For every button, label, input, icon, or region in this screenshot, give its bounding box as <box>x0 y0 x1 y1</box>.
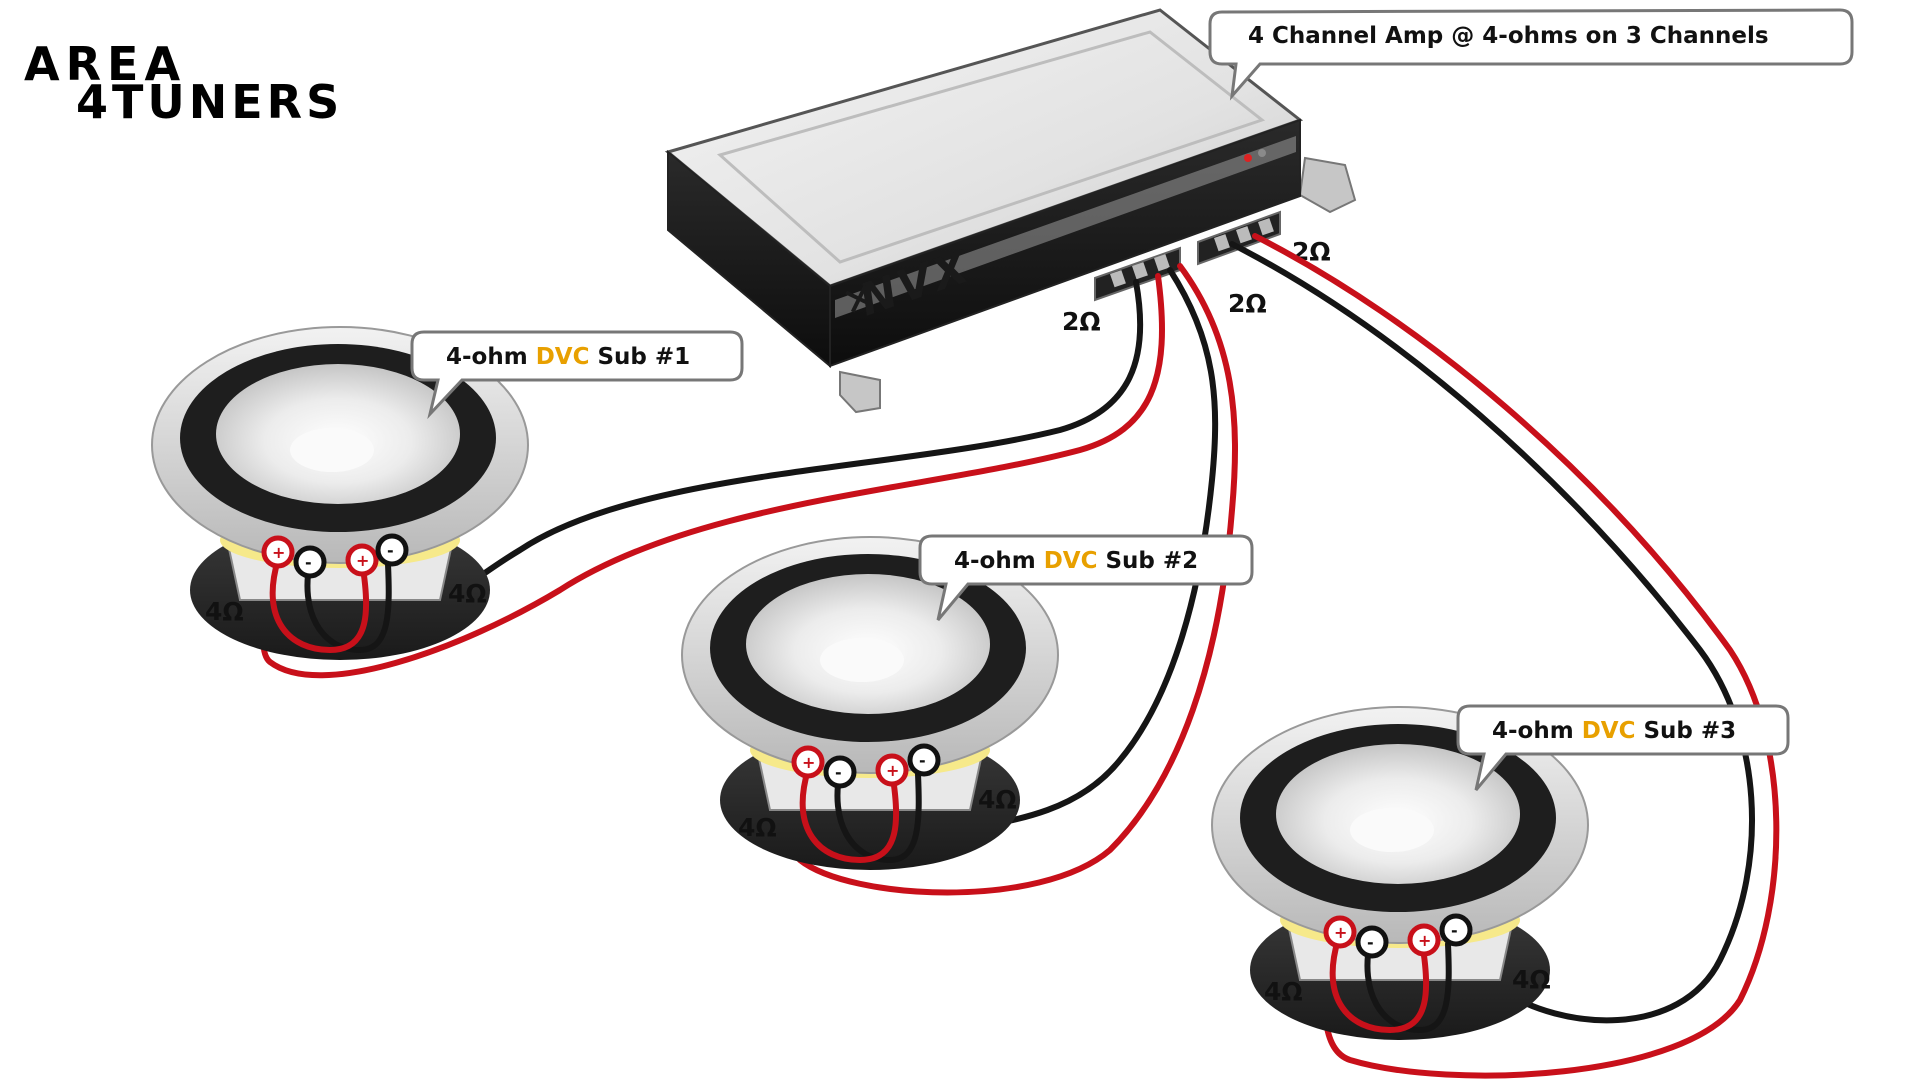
svg-text:+: + <box>1418 931 1431 950</box>
channel-label-1: 2Ω <box>1062 307 1101 336</box>
svg-text:-: - <box>305 553 312 572</box>
sub2-negative-wire <box>957 267 1219 833</box>
sub3-callout: 4-ohm DVC Sub #3 <box>1456 704 1790 791</box>
sub3-callout-text: 4-ohm DVC Sub #3 <box>1492 718 1736 744</box>
sub1-callout-text: 4-ohm DVC Sub #1 <box>446 344 690 370</box>
logo-line-2: 4TUNERS <box>76 75 343 129</box>
sub2-left-ohm: 4Ω <box>738 813 777 842</box>
positive-terminal-icon <box>875 753 909 787</box>
sub2-callout-text: 4-ohm DVC Sub #2 <box>954 548 1198 574</box>
amp-callout-text: 4 Channel Amp @ 4-ohms on 3 Channels <box>1248 23 1769 49</box>
positive-terminal-icon <box>791 745 825 779</box>
sub1-left-ohm: 4Ω <box>205 597 244 626</box>
sub2-terminals: + - + - <box>791 743 941 789</box>
sub1-terminals: + - + - <box>261 533 409 579</box>
negative-terminal-icon <box>823 755 857 789</box>
svg-text:-: - <box>835 763 842 782</box>
negative-terminal-icon <box>1439 913 1473 947</box>
sub1-negative-wire <box>417 279 1144 615</box>
negative-terminal-icon <box>375 533 409 567</box>
svg-text:+: + <box>1334 923 1347 942</box>
svg-text:-: - <box>387 541 394 560</box>
positive-terminal-icon <box>1323 915 1357 949</box>
positive-terminal-icon <box>345 543 379 577</box>
svg-text:+: + <box>886 761 899 780</box>
negative-terminal-icon <box>1355 925 1389 959</box>
negative-terminal-icon <box>907 743 941 777</box>
sub3-right-ohm: 4Ω <box>1512 965 1551 994</box>
sub3-positive-wire <box>1252 233 1780 1079</box>
sub3-terminals: + - + - <box>1323 913 1473 959</box>
positive-terminal-icon <box>261 535 295 569</box>
svg-text:+: + <box>272 543 285 562</box>
svg-text:-: - <box>1367 933 1374 952</box>
svg-text:-: - <box>1451 921 1458 940</box>
sub3-left-ohm: 4Ω <box>1264 977 1303 1006</box>
sub1-right-ohm: 4Ω <box>448 579 487 608</box>
channel-label-2: 2Ω <box>1228 289 1267 318</box>
sub1-callout: 4-ohm DVC Sub #1 <box>410 330 744 420</box>
sub1-positive-wire <box>260 273 1165 679</box>
negative-terminal-icon <box>293 545 327 579</box>
svg-text:+: + <box>802 753 815 772</box>
sub2-callout: 4-ohm DVC Sub #2 <box>918 534 1254 621</box>
area4tuners-logo: AREA 4TUNERS <box>24 37 343 129</box>
logo-line-1: AREA <box>24 37 186 91</box>
amp-callout: 4 Channel Amp @ 4-ohms on 3 Channels <box>1208 8 1854 101</box>
sub2-right-ohm: 4Ω <box>978 785 1017 814</box>
subwoofer-1 <box>151 326 529 660</box>
positive-terminal-icon <box>1407 923 1441 957</box>
amplifier: NVX ✕ <box>664 8 1357 414</box>
svg-text:+: + <box>356 551 369 570</box>
svg-text:-: - <box>919 751 926 770</box>
